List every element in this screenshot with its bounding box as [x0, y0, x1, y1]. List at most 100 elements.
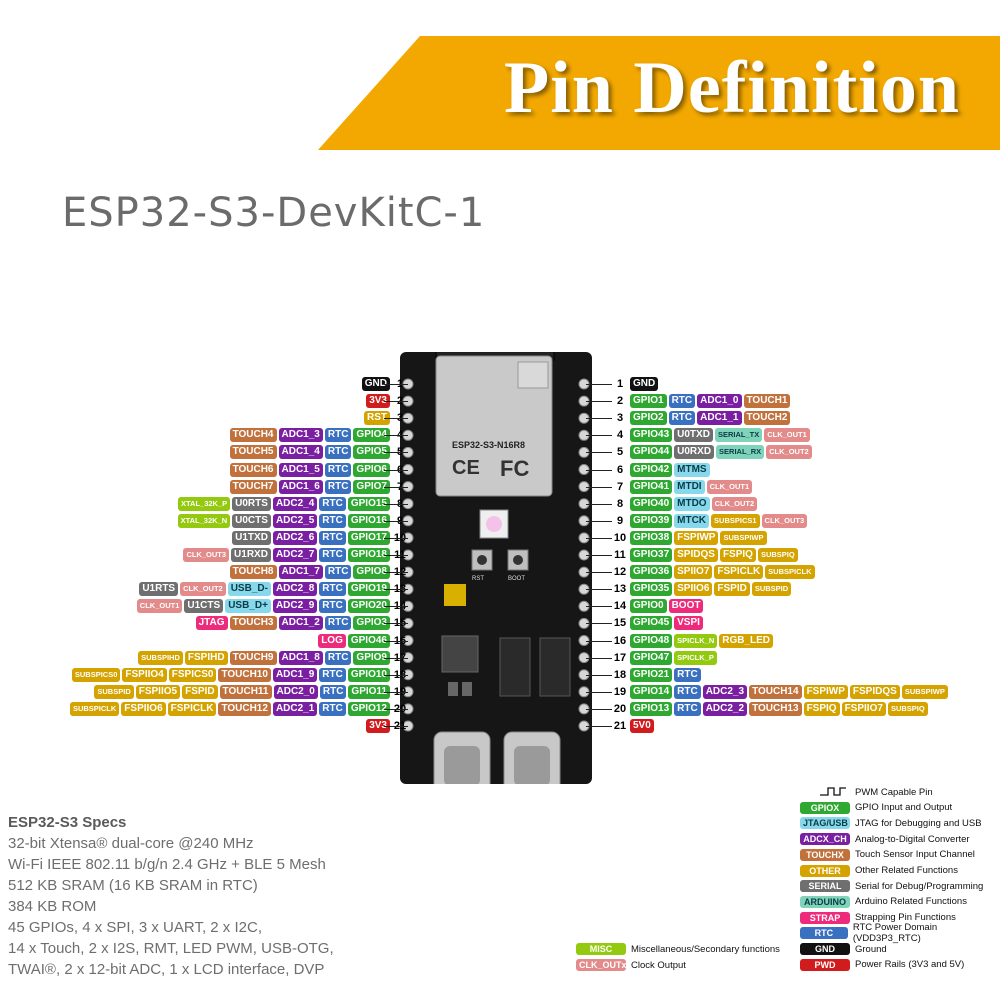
- pin-number: 17: [613, 651, 627, 664]
- legend-label: Miscellaneous/Secondary functions: [631, 943, 780, 955]
- pin-function-tag: USB_D-: [227, 582, 271, 597]
- pin-connector-line: [384, 469, 408, 471]
- pin-function-tag: BOOT: [668, 599, 704, 614]
- specs-panel: ESP32-S3 Specs 32-bit Xtensa® dual-core …: [8, 812, 428, 980]
- pin-connector-line: [384, 726, 408, 727]
- pin-connector-line: [586, 572, 612, 574]
- pin-function-tag: 5V0: [630, 719, 654, 733]
- pin-function-tag: GPIO43: [630, 428, 673, 443]
- pin-connector-line: [384, 606, 408, 608]
- pin-number: 4: [616, 429, 624, 442]
- pin-function-tag: GPIO39: [630, 513, 673, 528]
- pin-function-tag: XTAL_32K_P: [178, 496, 231, 511]
- pin-function-tag: GPIO8: [353, 565, 390, 580]
- pin-number: 13: [613, 583, 627, 596]
- pin-connector-line: [384, 452, 408, 454]
- pin-function-tag: ADC2_8: [272, 582, 318, 597]
- pin-function-tag: ADC1_0: [697, 394, 742, 409]
- pin-function-tag: CLK_OUT2: [766, 445, 812, 460]
- specs-title: ESP32-S3 Specs: [8, 814, 127, 831]
- pin-connector-line: [384, 674, 408, 676]
- pin-connector-line: [586, 606, 612, 608]
- pin-function-tag: GPIO17: [347, 530, 390, 545]
- board-title: ESP32-S3-DevKitC-1: [62, 190, 486, 236]
- module-antenna: [517, 361, 549, 389]
- legend-label: Other Related Functions: [855, 865, 958, 876]
- pin-function-tag: TOUCH11: [219, 684, 272, 699]
- pin-function-tag: ADC1_9: [272, 667, 318, 682]
- pin-connector-line: [384, 640, 408, 642]
- pin-function-tag: CLK_OUT3: [761, 513, 808, 528]
- pin-function-tag: ADC1_5: [278, 462, 323, 477]
- pin-function-tag: CLK_OUT2: [711, 496, 758, 511]
- pin-connector-line: [384, 708, 408, 710]
- pin-function-tag: SUBSPID: [751, 582, 792, 597]
- spec-line: 32-bit Xtensa® dual-core @240 MHz: [8, 835, 254, 852]
- pin-connector-line: [586, 452, 612, 454]
- pin-connector-line: [586, 708, 612, 710]
- pin-connector-line: [586, 589, 612, 591]
- legend-swatch: MISC: [576, 943, 626, 955]
- pin-connector-line: [384, 589, 408, 591]
- pin-function-tag: GPIO5: [353, 445, 390, 460]
- pin-function-tag: ADC1_8: [278, 650, 323, 665]
- pin-connector-line: [586, 640, 612, 642]
- dev-board: ESP32-S3-N16R8 CE FC RST BOOT: [400, 319, 592, 797]
- pin-number: 12: [613, 566, 627, 579]
- capacitor: [444, 584, 466, 606]
- pin-function-tag: RTC: [668, 411, 696, 426]
- pin-connector-line: [586, 401, 612, 403]
- pin-connector-line: [586, 537, 612, 539]
- pin-function-tag: U0RXD: [674, 445, 715, 460]
- pin-function-tag: FSPIIO6: [121, 701, 166, 716]
- legend-swatch: GPIOX: [800, 801, 850, 814]
- pin-number: 21: [613, 720, 627, 732]
- pin-number: 9: [616, 514, 624, 527]
- pin-number: 18: [613, 668, 627, 681]
- pin-function-tag: RTC: [324, 445, 352, 460]
- pin-connector-line: [384, 384, 408, 385]
- pin-function-tag: CLK_OUT1: [706, 479, 753, 494]
- pin-function-tag: MTMS: [674, 462, 710, 477]
- pin-function-tag: TOUCH13: [749, 701, 802, 716]
- pin-function-tag: ADC1_1: [697, 411, 742, 426]
- pin-function-tag: SPIIO6: [674, 582, 713, 597]
- pin-function-tag: 3V3: [366, 394, 390, 409]
- legend-label: PWM Capable Pin: [855, 786, 933, 798]
- pin-function-tag: RTC: [319, 548, 346, 562]
- legend-label: Serial for Debug/Programming: [855, 880, 984, 892]
- pin-connector-line: [586, 726, 612, 727]
- pin-function-tag: RTC: [324, 428, 352, 443]
- pin-function-tag: FSPIHD: [184, 650, 228, 665]
- pin-connector-line: [384, 418, 408, 420]
- pin-connector-line: [384, 537, 408, 539]
- pin-function-tag: SPIIO7: [674, 565, 713, 580]
- pin-function-tag: RTC: [674, 667, 701, 682]
- pin-function-tag: RTC: [324, 650, 352, 665]
- pin-function-tag: ADC1_3: [278, 428, 323, 443]
- pin-function-tag: GPIO42: [630, 462, 673, 477]
- pin-function-tag: CLK_OUT3: [183, 548, 230, 562]
- pin-function-tag: TOUCH10: [218, 667, 271, 682]
- rgb-led-lens: [486, 516, 502, 532]
- pin-function-tag: TOUCH12: [218, 701, 271, 716]
- pin-function-tag: U1RTS: [139, 582, 179, 597]
- pin-function-tag: FSPIWP: [674, 530, 719, 545]
